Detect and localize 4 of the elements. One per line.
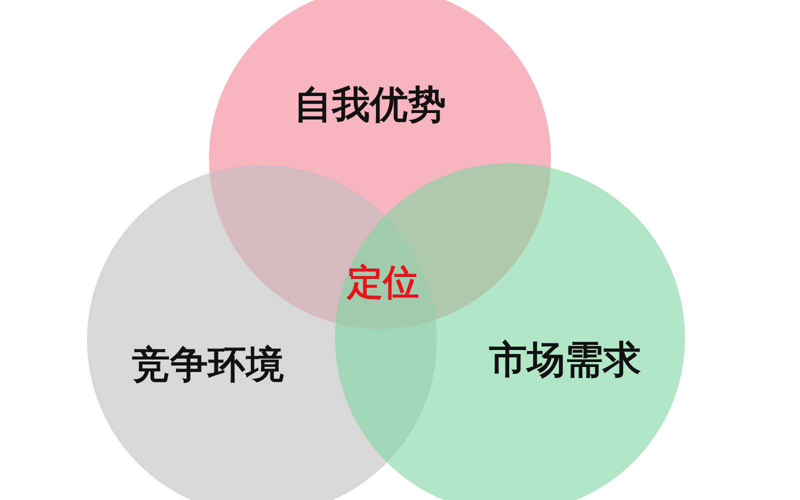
circle-label: 自我优势 (294, 82, 446, 128)
circle-label: 竞争环境 (132, 342, 284, 388)
center-label: 定位 (347, 262, 419, 306)
circle-label: 市场需求 (489, 336, 641, 384)
